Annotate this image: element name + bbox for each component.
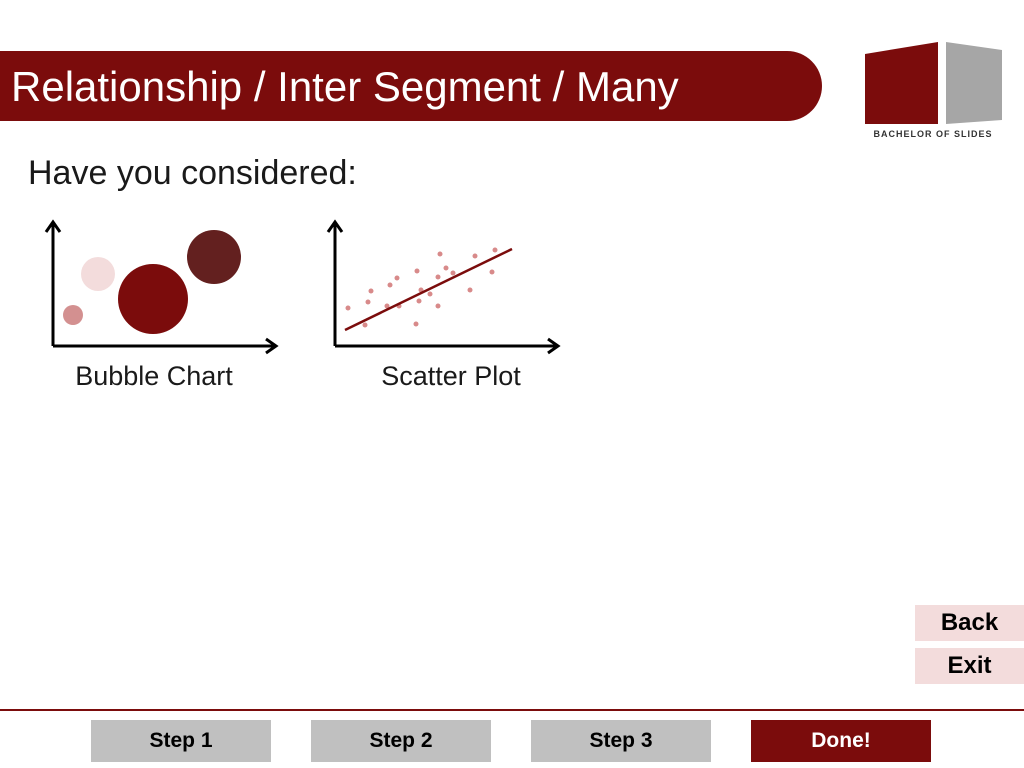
bubble-chart-option[interactable] [42, 218, 282, 358]
prompt-heading: Have you considered: [28, 154, 357, 192]
step-2-button[interactable]: Step 2 [311, 720, 491, 762]
logo-text: Bachelor of Slides [873, 129, 993, 139]
scatter-plot-option[interactable] [324, 218, 564, 358]
exit-button[interactable]: Exit [915, 648, 1024, 684]
bubble-chart-label: Bubble Chart [75, 361, 233, 391]
scatter-plot-icon [326, 219, 561, 355]
scatter-plot-label: Scatter Plot [381, 361, 521, 391]
step-3-button[interactable]: Step 3 [531, 720, 711, 762]
done-button[interactable]: Done! [751, 720, 931, 762]
bubble-chart-icon [44, 219, 279, 355]
title-bar: Relationship / Inter Segment / Many [0, 51, 822, 121]
logo-cube-icon [865, 42, 1002, 124]
step-1-button[interactable]: Step 1 [91, 720, 271, 762]
logo: Bachelor of Slides [862, 40, 1004, 145]
page-title: Relationship / Inter Segment / Many [11, 63, 679, 110]
footer-divider [0, 709, 1024, 711]
back-button[interactable]: Back [915, 605, 1024, 641]
